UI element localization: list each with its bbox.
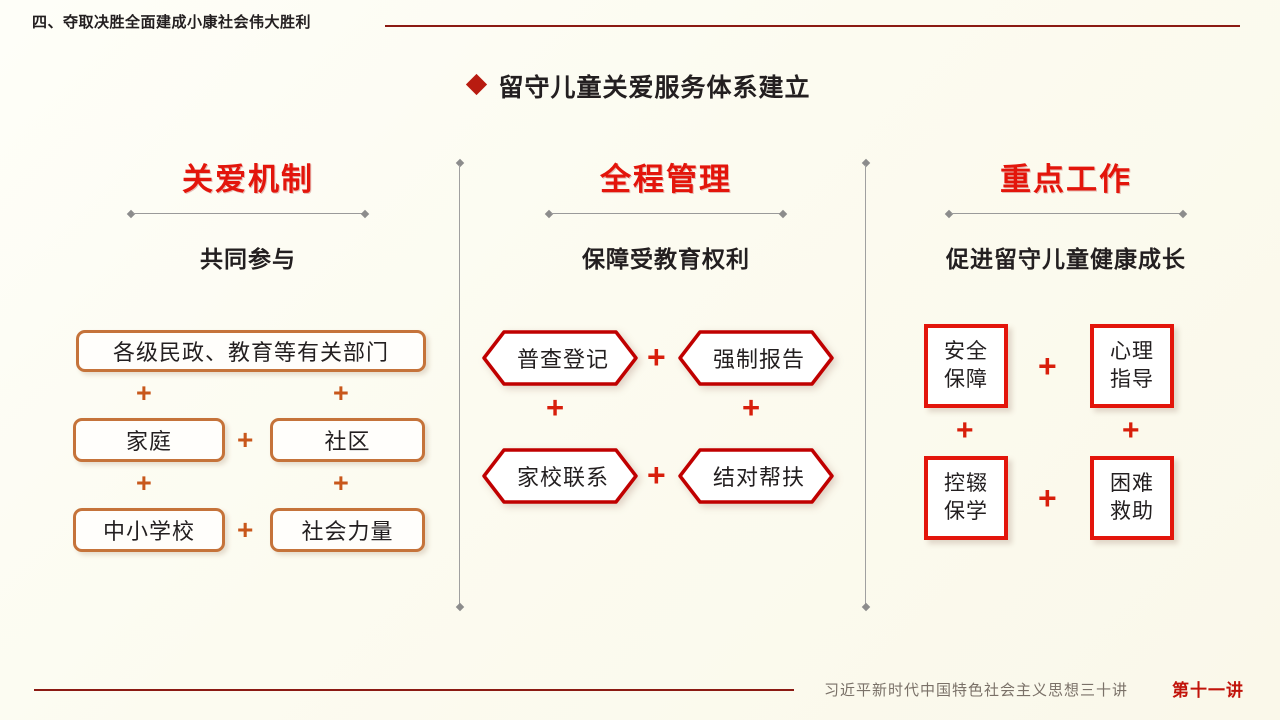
connector-plus: + [647,339,666,375]
node-label-line1: 控辍 [944,472,988,495]
node-dropout-prevention[interactable]: 控辍 保学 [924,456,1008,540]
column-key-work: 重点工作 促进留守儿童健康成长 安全 保障 + 心理 指导 + + [866,160,1266,540]
node-psychological-guidance[interactable]: 心理 指导 [1090,324,1174,408]
divider-line [459,165,460,605]
column-whole-process-management: 全程管理 保障受教育权利 普查登记 + [466,160,866,504]
rule-line [951,213,1181,214]
node-family[interactable]: 家庭 [73,418,225,462]
column-subtitle: 保障受教育权利 [582,246,750,272]
node-home-school-contact[interactable]: 家校联系 [482,448,638,504]
connector-plus: + [647,457,666,493]
connector-plus: + [237,514,254,545]
column-subtitle: 促进留守儿童健康成长 [946,246,1186,272]
node-community[interactable]: 社区 [270,418,425,462]
header-divider-line [385,25,1240,27]
node-label-line2: 救助 [1110,500,1154,523]
node-safety-guarantee[interactable]: 安全 保障 [924,324,1008,408]
connector-plus: + [333,378,349,408]
divider-diamond-bottom-icon [455,602,464,612]
node-hardship-relief[interactable]: 困难 救助 [1090,456,1174,540]
node-mandatory-report[interactable]: 强制报告 [678,330,834,386]
rule-diamond-right-icon [778,209,788,218]
connector-plus: + [956,414,974,447]
node-label: 家校联系 [516,465,609,490]
node-label: 强制报告 [712,347,805,372]
column-title-underline [944,209,1188,218]
column-title: 重点工作 [1000,162,1132,197]
footer-lecture-badge: 第十一讲 [1172,681,1244,701]
column-title-underline [544,209,788,218]
connector-plus: + [1038,348,1057,384]
node-label: 普查登记 [516,347,609,372]
node-label-line2: 保学 [944,500,988,523]
connector-plus: + [1122,414,1140,447]
node-pairing-assistance[interactable]: 结对帮扶 [678,448,834,504]
care-mechanism-diagram: 各级民政、教育等有关部门 + + 家庭 + 社区 + + 中小学校 + 社会力量 [48,330,448,630]
node-label-line2: 保障 [944,368,988,391]
node-schools[interactable]: 中小学校 [73,508,225,552]
node-label-line2: 指导 [1110,368,1154,391]
slide-header: 四、夺取决胜全面建成小康社会伟大胜利 [0,0,1280,44]
connector-plus: + [237,424,254,455]
rule-diamond-right-icon [1178,209,1188,218]
column-divider-2 [861,158,870,612]
node-social-forces[interactable]: 社会力量 [270,508,425,552]
connector-plus: + [136,378,152,408]
connector-plus: + [742,390,761,425]
column-title: 关爱机制 [182,162,314,197]
connector-plus: + [546,390,565,425]
footer-series-title: 习近平新时代中国特色社会主义思想三十讲 [824,682,1129,699]
page-title-text: 留守儿童关爱服务体系建立 [498,74,811,102]
connector-plus: + [333,468,349,498]
rule-diamond-right-icon [360,209,370,218]
connector-plus: + [1038,480,1057,516]
node-label-line1: 心理 [1110,340,1154,363]
divider-line [865,165,866,605]
node-label: 结对帮扶 [712,465,805,490]
rule-line [133,213,363,214]
section-title: 四、夺取决胜全面建成小康社会伟大胜利 [32,14,312,31]
column-care-mechanism: 关爱机制 共同参与 各级民政、教育等有关部门 + + 家庭 + 社区 + + 中… [48,160,448,552]
node-census-registration[interactable]: 普查登记 [482,330,638,386]
column-subtitle: 共同参与 [200,246,296,272]
process-management-diagram: 普查登记 + 强制报告 + + [466,330,866,630]
node-label-line1: 困难 [1110,472,1154,495]
key-work-diagram: 安全 保障 + 心理 指导 + + 控辍 保学 + 困难 救助 [866,324,1266,624]
column-title: 全程管理 [600,162,732,197]
rule-line [551,213,781,214]
page-title: 留守儿童关爱服务体系建立 [0,68,1280,104]
node-government-departments[interactable]: 各级民政、教育等有关部门 [76,330,426,372]
footer-divider-line [34,689,794,691]
node-label-line1: 安全 [944,340,988,363]
column-divider-1 [455,158,464,612]
connector-plus: + [136,468,152,498]
slide-footer: 习近平新时代中国特色社会主义思想三十讲 第十一讲 [0,662,1280,720]
diamond-bullet-icon [466,73,488,95]
column-title-underline [126,209,370,218]
content-columns: 关爱机制 共同参与 各级民政、教育等有关部门 + + 家庭 + 社区 + + 中… [0,158,1280,630]
